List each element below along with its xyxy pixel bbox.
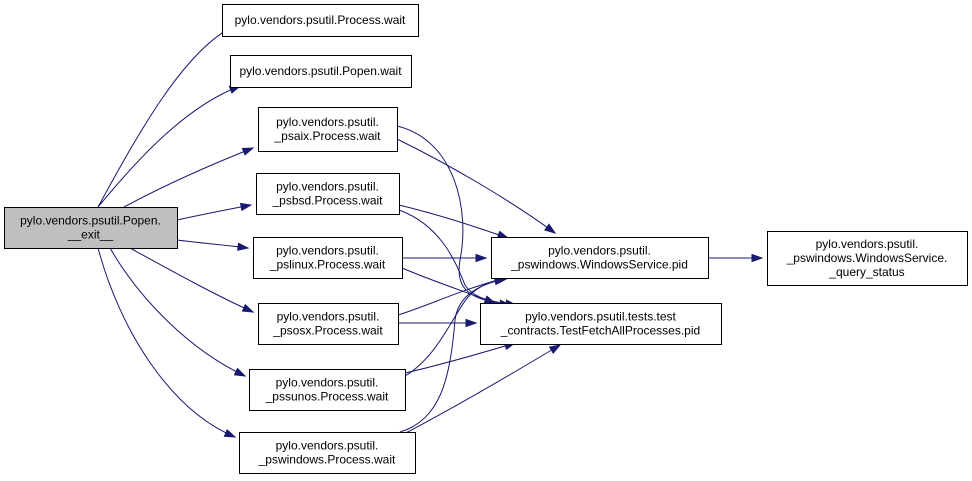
node-box: [491, 237, 709, 279]
arrowhead-pswindows_wait-to-testfetch_pid: [548, 344, 562, 355]
node-root[interactable]: pylo.vendors.psutil.Popen.__exit__: [4, 207, 178, 249]
node-label-line: _contracts.TestFetchAllProcesses.pid: [500, 324, 700, 338]
node-label-line: pylo.vendors.psutil.Popen.: [20, 214, 161, 228]
arrowhead-root-to-psaix_wait: [241, 147, 255, 156]
node-box: [258, 303, 399, 345]
node-label-line: pylo.vendors.psutil.: [276, 180, 379, 194]
edge-pswindows_wait-to-winservice_pid: [399, 278, 506, 433]
node-pslinux_wait[interactable]: pylo.vendors.psutil._pslinux.Process.wai…: [253, 237, 403, 279]
node-label-line: _psbsd.Process.wait: [271, 194, 383, 208]
edge-root-to-pslinux_wait: [176, 239, 249, 249]
node-popen_wait[interactable]: pylo.vendors.psutil.Popen.wait: [230, 55, 412, 88]
node-box: [249, 369, 406, 411]
arrowhead-psaix_wait-to-winservice_pid: [544, 223, 557, 234]
node-label-line: __exit__: [67, 228, 114, 242]
arrowhead-root-to-psosx_wait: [241, 303, 255, 313]
nodes-layer: pylo.vendors.psutil.Popen.__exit__pylo.v…: [4, 4, 968, 474]
edge-pslinux_wait-to-testfetch_pid: [401, 267, 496, 304]
edge-pssunos_wait-to-testfetch_pid: [404, 342, 516, 374]
edges-layer: [97, 25, 764, 438]
node-psosx_wait[interactable]: pylo.vendors.psutil._psosx.Process.wait: [258, 303, 399, 345]
node-label-line: pylo.vendors.psutil.Popen.wait: [239, 64, 402, 78]
node-label-line: _pswindows.WindowsService.: [786, 251, 948, 265]
node-box: [253, 237, 403, 279]
node-label-line: pylo.vendors.psutil.Process.wait: [235, 13, 406, 27]
node-label-line: _pslinux.Process.wait: [269, 258, 386, 272]
node-label-line: pylo.vendors.psutil.: [816, 237, 919, 251]
node-label-line: _psaix.Process.wait: [273, 129, 381, 143]
edge-psaix_wait-to-winservice_pid: [396, 138, 556, 234]
node-label-line: pylo.vendors.psutil.tests.test: [525, 310, 676, 324]
node-box: [256, 173, 400, 215]
node-testfetch_pid[interactable]: pylo.vendors.psutil.tests.test_contracts…: [480, 303, 722, 345]
node-box: [239, 432, 416, 474]
node-box: [222, 4, 419, 37]
node-psaix_wait[interactable]: pylo.vendors.psutil._psaix.Process.wait: [258, 107, 398, 152]
edge-root-to-pswindows_wait: [97, 247, 236, 438]
edge-psaix_wait-to-testfetch_pid: [396, 125, 511, 306]
arrowhead-psosx_wait-to-testfetch_pid: [465, 318, 478, 328]
edge-psbsd_wait-to-testfetch_pid: [398, 209, 517, 306]
arrowhead-root-to-psbsd_wait: [239, 202, 253, 212]
node-winservice_pid[interactable]: pylo.vendors.psutil._pswindows.WindowsSe…: [491, 237, 709, 279]
node-label-line: pylo.vendors.psutil.: [548, 244, 651, 258]
node-box: [230, 55, 412, 88]
edge-root-to-popen_wait: [97, 85, 241, 208]
edge-root-to-psosx_wait: [129, 247, 254, 313]
node-pssunos_wait[interactable]: pylo.vendors.psutil._pssunos.Process.wai…: [249, 369, 406, 411]
node-label-line: _pswindows.Process.wait: [258, 453, 396, 467]
node-label-line: _pssunos.Process.wait: [265, 390, 389, 404]
node-process_wait[interactable]: pylo.vendors.psutil.Process.wait: [222, 4, 419, 37]
node-label-line: pylo.vendors.psutil.: [276, 115, 379, 129]
node-label-line: pylo.vendors.psutil.: [276, 244, 379, 258]
node-box: [4, 207, 178, 249]
edge-root-to-pssunos_wait: [109, 247, 246, 377]
node-label-line: pylo.vendors.psutil.: [276, 439, 379, 453]
edge-root-to-process_wait: [97, 25, 235, 208]
node-label-line: _query_status: [828, 265, 904, 279]
arrowhead-winservice_pid-to-query_status: [751, 253, 764, 263]
arrowhead-pslinux_wait-to-winservice_pid: [475, 253, 488, 263]
edge-pswindows_wait-to-testfetch_pid: [399, 344, 561, 437]
node-box: [767, 231, 968, 286]
node-pswindows_wait[interactable]: pylo.vendors.psutil._pswindows.Process.w…: [239, 432, 416, 474]
edge-root-to-psbsd_wait: [176, 204, 252, 221]
arrowhead-pslinux_wait-to-testfetch_pid: [483, 295, 497, 304]
node-box: [480, 303, 722, 345]
node-box: [258, 107, 398, 152]
edge-root-to-psaix_wait: [123, 147, 254, 208]
node-label-line: _pswindows.WindowsService.pid: [510, 258, 688, 272]
edge-psbsd_wait-to-winservice_pid: [398, 204, 509, 239]
node-label-line: pylo.vendors.psutil.: [276, 376, 379, 390]
arrowhead-root-to-pslinux_wait: [237, 242, 250, 251]
node-label-line: _psosx.Process.wait: [272, 324, 383, 338]
arrowhead-root-to-pswindows_wait: [223, 429, 237, 438]
node-query_status[interactable]: pylo.vendors.psutil._pswindows.WindowsSe…: [767, 231, 968, 286]
node-label-line: pylo.vendors.psutil.: [277, 310, 380, 324]
node-psbsd_wait[interactable]: pylo.vendors.psutil._psbsd.Process.wait: [256, 173, 400, 215]
arrowhead-root-to-pssunos_wait: [233, 367, 247, 377]
